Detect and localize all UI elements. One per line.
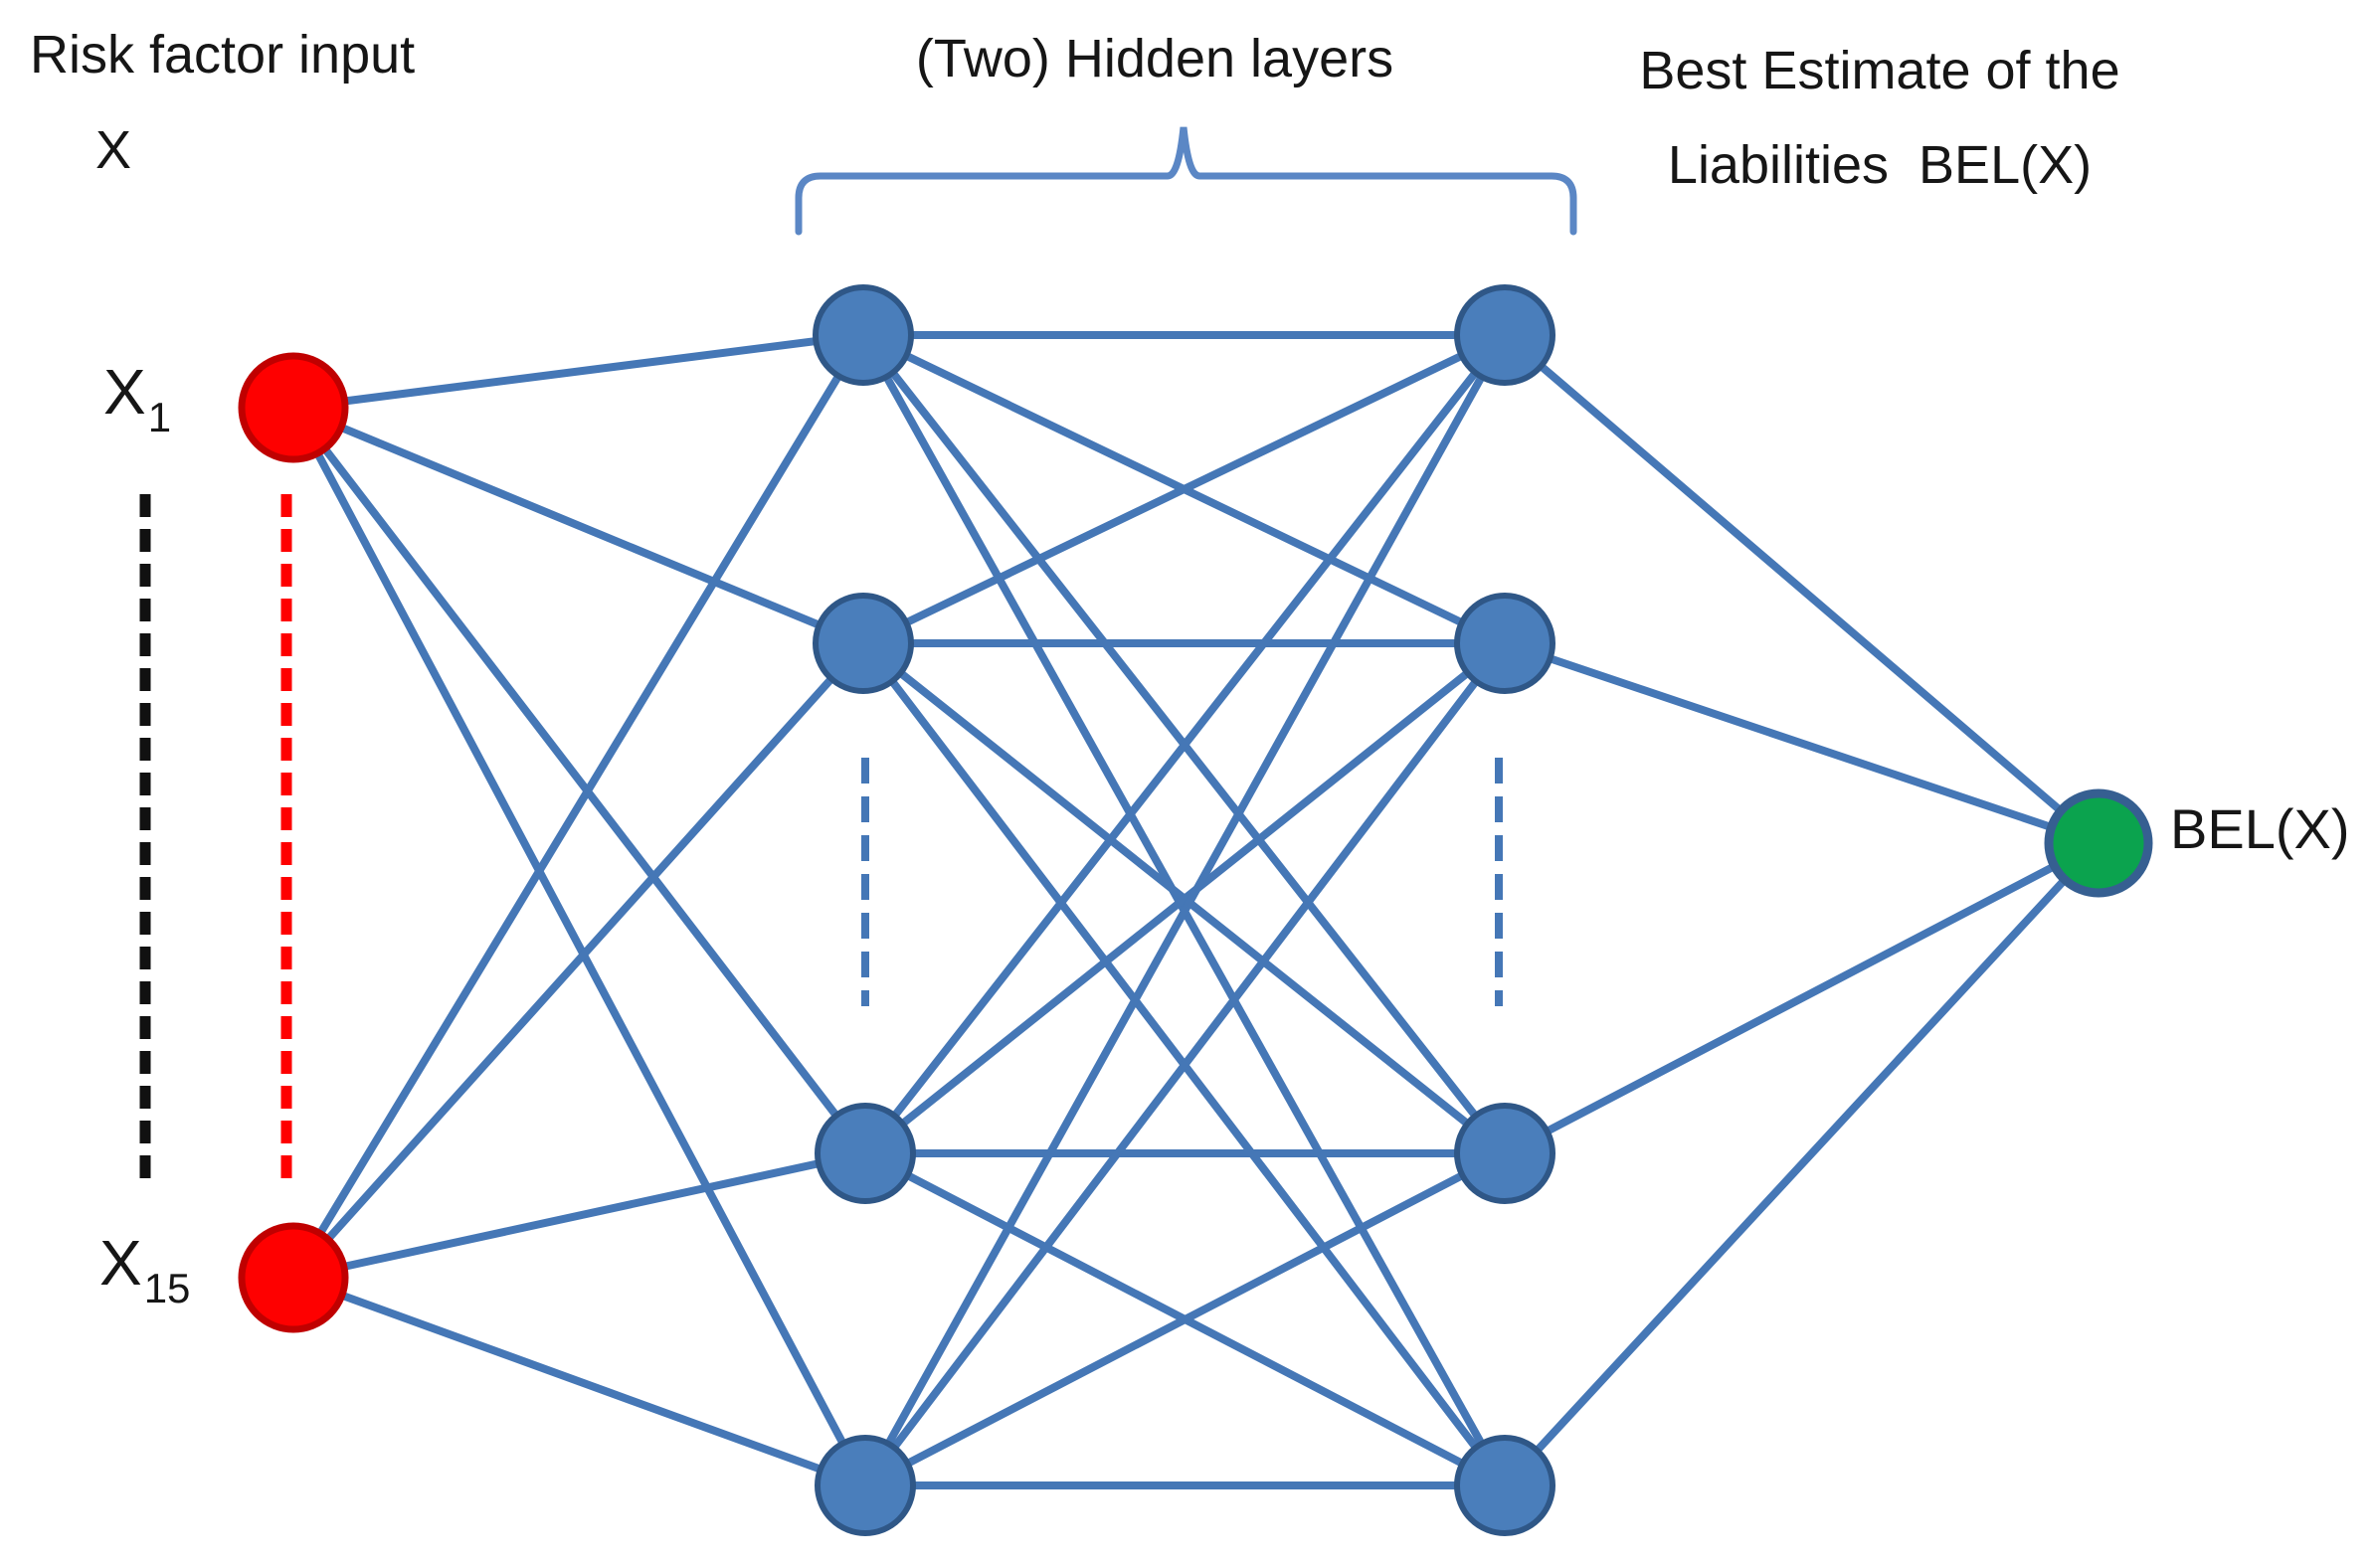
hidden1-node-h1-3 (815, 1103, 916, 1204)
edge-x1-h1-1 (292, 331, 864, 412)
hidden-layers-header: (Two) Hidden layers (915, 29, 1394, 88)
input-node-label-x15: X15 (99, 1231, 190, 1309)
edge-h2-2-bel (1503, 639, 2101, 847)
hidden2-node-h2-2 (1454, 593, 1555, 694)
edge-h1-3-h2-1 (861, 332, 1509, 1156)
hidden2-node-h2-4 (1454, 1435, 1555, 1536)
hidden1-node-h1-1 (813, 284, 914, 386)
edge-x1-h1-2 (291, 404, 865, 647)
edge-h1-3-h2-2 (862, 639, 1508, 1157)
edge-x15-h1-4 (291, 1274, 867, 1489)
edge-h1-4-h2-1 (861, 333, 1509, 1487)
output-header-line2: Liabilities BEL(X) (1667, 135, 2093, 195)
output-header-line1: Best Estimate of the (1639, 41, 2120, 100)
edge-x15-h1-2 (290, 640, 866, 1281)
hidden1-node-h1-2 (813, 593, 914, 694)
output-header: Best Estimate of the Liabilities BEL(X) (1626, 24, 2133, 213)
edge-h2-3-bel (1503, 839, 2101, 1157)
input-header-line2: X (94, 120, 132, 180)
x1-base: X (103, 356, 146, 428)
hidden1-node-h1-4 (815, 1435, 916, 1536)
input-node-x15 (238, 1222, 349, 1333)
edge-x1-h1-3 (289, 405, 869, 1156)
hidden2-node-h2-3 (1454, 1103, 1555, 1204)
input-node-label-x1: X1 (103, 360, 171, 438)
input-header-line1: Risk factor input (30, 25, 416, 85)
hidden2-node-h2-1 (1454, 284, 1555, 386)
output-node-bel (2044, 788, 2153, 898)
hidden-layers-brace (795, 126, 1577, 236)
edge-h2-1-bel (1502, 331, 2102, 847)
edge-x15-h1-3 (292, 1149, 866, 1282)
input-node-x1 (238, 352, 349, 463)
x15-base: X (99, 1227, 142, 1299)
x15-subscript: 15 (143, 1265, 191, 1311)
edge-h1-4-h2-3 (863, 1149, 1507, 1489)
output-node-label: BEL(X) (2170, 797, 2350, 860)
edge-x15-h1-1 (289, 332, 867, 1281)
edge-h1-2-h2-1 (861, 331, 1507, 647)
edge-x1-h1-4 (289, 406, 869, 1487)
edge-h2-4-bel (1502, 840, 2102, 1488)
x1-subscript: 1 (147, 394, 172, 440)
edge-h1-4-h2-2 (861, 640, 1509, 1488)
